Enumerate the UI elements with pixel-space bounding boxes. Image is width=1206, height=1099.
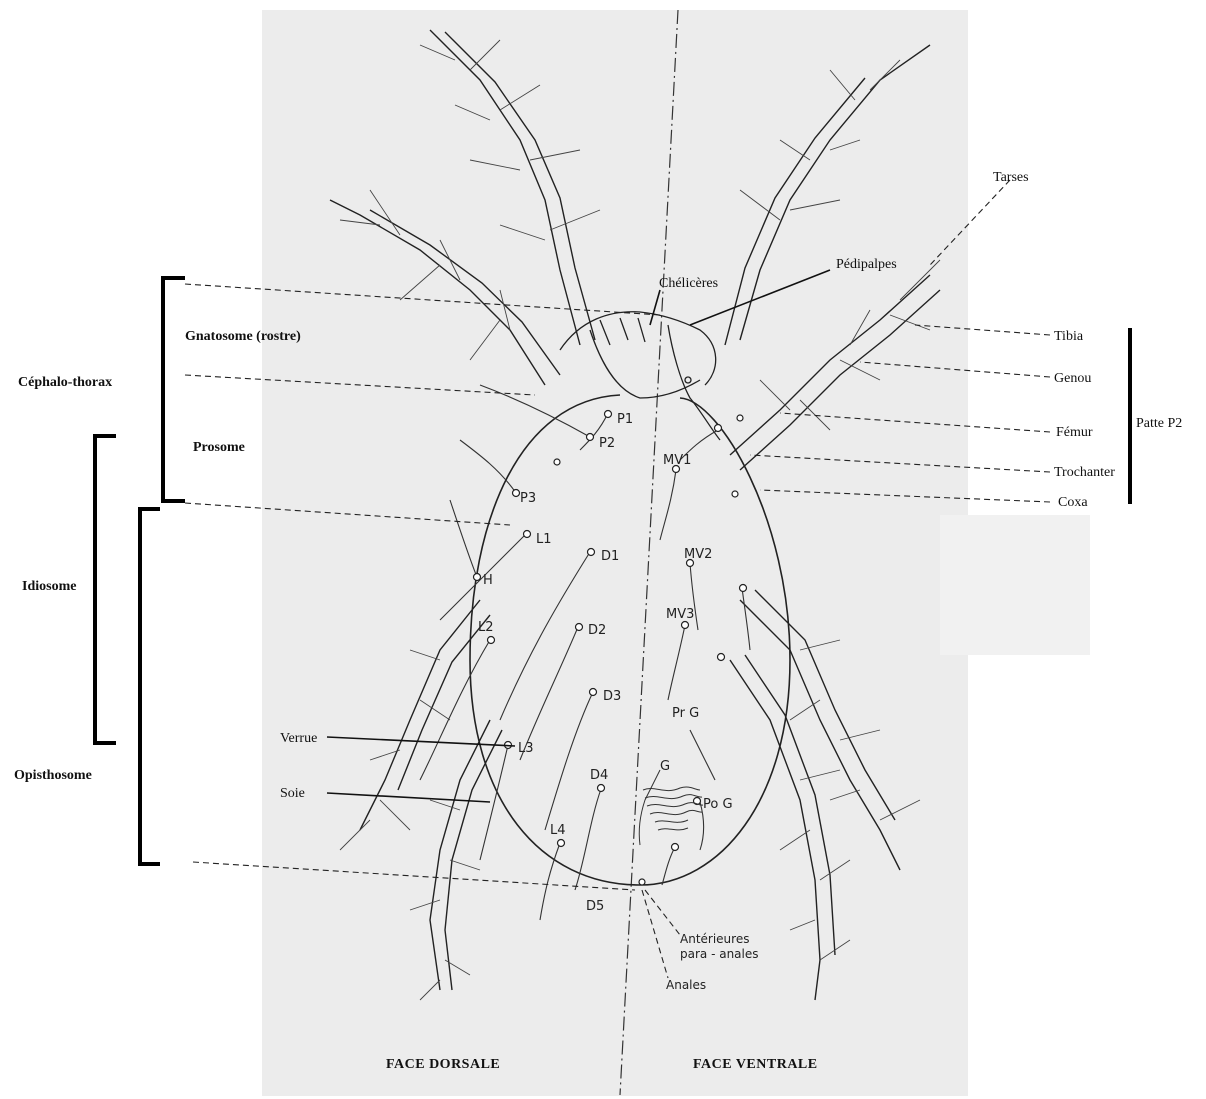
seta-label-l2: L2 [478,620,494,635]
cephalothorax-bracket [163,278,185,501]
label-verrue: Verrue [280,731,317,746]
label-coxa: Coxa [1058,495,1088,510]
seta-label-d2: D2 [588,623,606,638]
label-genou: Genou [1054,371,1091,386]
label-cheliceres: Chélicères [659,276,718,291]
seta-label-mv3: MV3 [666,607,694,622]
seta-label-mv2: MV2 [684,547,712,562]
label-patte: Patte P2 [1136,416,1182,431]
seta-label-mv1: MV1 [663,453,691,468]
seta-label-d5: D5 [586,899,604,914]
seta-label-l1: L1 [536,532,552,547]
label-opisthosome: Opisthosome [14,768,92,783]
label-cephalothorax: Céphalo-thorax [18,375,112,390]
label-anales: Anales [666,978,706,992]
seta-label-g: G [660,759,670,774]
label-para-anales: para - anales [680,947,759,961]
label-prosome: Prosome [193,440,245,455]
idiosome-bracket [95,436,116,743]
seta-label-p2: P2 [599,436,615,451]
seta-label-d4: D4 [590,768,608,783]
seta-label-d1: D1 [601,549,619,564]
seta-label-l3: L3 [518,741,534,756]
caption-face-ventrale: FACE VENTRALE [693,1057,818,1072]
opisthosome-bracket [140,509,160,864]
label-anterieures: Antérieures [680,932,749,946]
seta-label-l4: L4 [550,823,566,838]
label-tibia: Tibia [1054,329,1084,344]
caption-face-dorsale: FACE DORSALE [386,1057,500,1072]
label-tarses: Tarses [993,170,1029,185]
seta-label-pog: Po G [703,797,733,812]
seta-label-p1: P1 [617,412,633,427]
scan-paper-patch [940,515,1090,655]
seta-label-d3: D3 [603,689,621,704]
label-idiosome: Idiosome [22,579,76,594]
seta-label-h: H [483,573,493,588]
label-femur: Fémur [1056,425,1093,440]
label-soie: Soie [280,786,305,801]
label-trochanter: Trochanter [1054,465,1115,480]
seta-label-p3: P3 [520,491,536,506]
seta-label-prg: Pr G [672,706,699,721]
label-gnathosome: Gnatosome (rostre) [185,329,301,344]
label-pedipalpes: Pédipalpes [836,257,897,272]
